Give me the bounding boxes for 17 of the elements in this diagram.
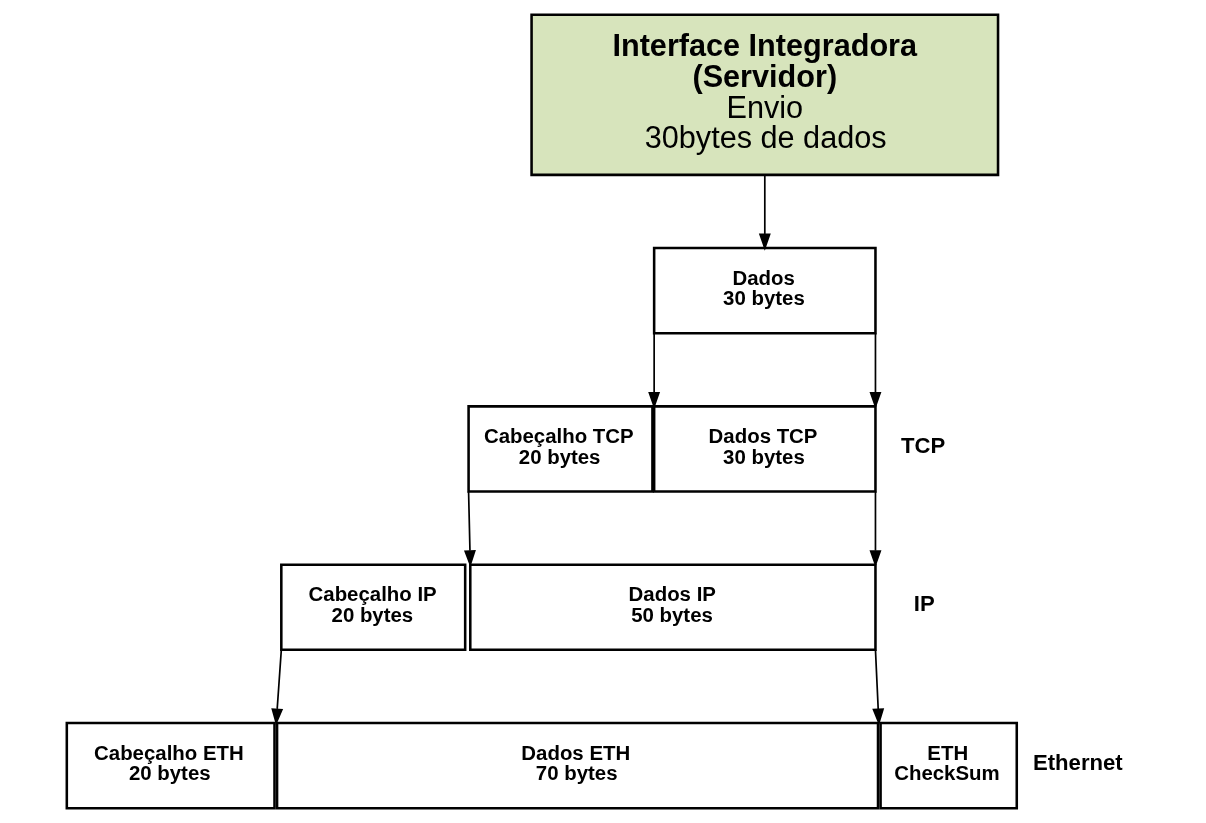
arrow	[758, 174, 771, 251]
node-box: Cabeçalho TCP 20 bytes	[466, 405, 654, 493]
node-box: ETH CheckSum	[878, 721, 1018, 810]
arrow	[871, 649, 884, 726]
node-box: Cabeçalho IP 20 bytes	[279, 563, 466, 652]
arrow	[270, 649, 283, 726]
label: Ethernet	[1032, 749, 1123, 775]
arrow	[869, 490, 881, 568]
node-box: Dados TCP 30 bytes	[652, 405, 877, 493]
node-box: Dados IP 50 bytes	[468, 563, 877, 652]
label: TCP	[900, 433, 945, 459]
node-box: Interface Integradora (Servidor) Envio 30bytes de dados	[529, 13, 999, 177]
label: IP	[913, 591, 935, 617]
node-box: Dados 30 bytes	[652, 246, 877, 335]
arrow	[869, 332, 881, 409]
node-box: Dados ETH 70 bytes	[275, 721, 879, 810]
node-box: Cabeçalho ETH 20 bytes	[65, 721, 276, 810]
